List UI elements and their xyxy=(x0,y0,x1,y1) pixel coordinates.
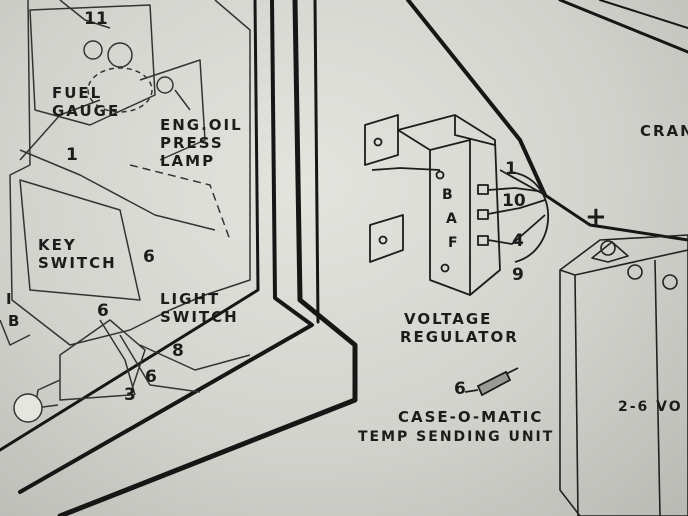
oil-lamp-body xyxy=(139,59,206,161)
wire-number-6-temp: 6 xyxy=(454,379,466,399)
wire-number-3: 3 xyxy=(124,385,136,405)
regulator-terminal-a-label: A xyxy=(446,211,457,227)
wire-harness-mid xyxy=(18,0,314,494)
eng-oil-label-line3: LAMP xyxy=(160,152,216,170)
regulator-body xyxy=(397,114,501,296)
wire-number-1-fuel: 1 xyxy=(66,145,78,165)
eng-oil-label-line2: PRESS xyxy=(160,134,224,152)
regulator-ground-lead xyxy=(371,167,441,171)
temp-sender-body xyxy=(476,370,512,397)
cranking-label-partial: CRAN xyxy=(640,122,688,140)
light-switch-label: LIGHT SWITCH xyxy=(160,290,239,326)
eng-oil-press-lamp-label: ENG.OIL PRESS LAMP xyxy=(160,116,243,170)
reg-wire-f xyxy=(487,214,546,245)
left-i-label: I xyxy=(6,290,14,308)
battery-cap-1 xyxy=(627,264,643,280)
battery-side-edge xyxy=(574,274,579,516)
regulator-body-inner xyxy=(429,139,471,295)
leader-dashed xyxy=(129,164,231,241)
leader-left xyxy=(0,319,31,346)
instrument-panel-outline xyxy=(9,0,251,346)
wire-regulator-feed xyxy=(406,0,547,197)
wire-number-6-light-low: 6 xyxy=(145,367,157,387)
key-switch-body xyxy=(19,179,141,301)
leader-fuel xyxy=(19,99,101,161)
wire-number-11: 11 xyxy=(84,9,108,29)
wire-number-10: 10 xyxy=(502,191,526,211)
key-switch-label: KEY SWITCH xyxy=(38,236,117,272)
fuel-gauge-body xyxy=(29,4,156,126)
terminal-a xyxy=(477,209,489,220)
wire-number-1-regulator: 1 xyxy=(505,159,517,179)
voltage-regulator-label-line2: REGULATOR xyxy=(400,328,519,346)
wire-harness-outer xyxy=(57,0,358,516)
battery-case xyxy=(559,234,688,516)
battery-label-partial: 2-6 VO xyxy=(618,399,683,415)
wire-number-4: 4 xyxy=(512,231,524,251)
fuel-gauge-label-line1: FUEL xyxy=(52,84,103,102)
light-switch-label-line1: LIGHT xyxy=(160,290,221,308)
light-switch-label-line2: SWITCH xyxy=(160,308,239,326)
battery-post-positive xyxy=(600,240,616,256)
wire-harness-vertical xyxy=(313,0,320,324)
temp-sender-lead xyxy=(464,389,479,393)
voltage-regulator-label-line1: VOLTAGE xyxy=(404,310,493,328)
case-o-matic-label: CASE-O-MATIC xyxy=(398,408,544,426)
wire-number-6-light-top: 6 xyxy=(97,301,109,321)
regulator-bolt-2 xyxy=(378,235,388,245)
wire-number-6-key: 6 xyxy=(143,247,155,267)
light-switch-body xyxy=(59,319,146,401)
leader-6-b xyxy=(119,334,201,393)
terminal-b xyxy=(477,184,489,195)
fuel-gauge-label-line2: GAUGE xyxy=(52,102,121,120)
wire-top-right xyxy=(558,0,688,54)
wire-number-8: 8 xyxy=(172,341,184,361)
regulator-bracket-bottom xyxy=(369,214,404,263)
wire-number-9: 9 xyxy=(512,265,524,285)
battery-plus-label: + xyxy=(585,202,609,232)
reg-wire-curve xyxy=(509,171,549,263)
regulator-bolt-1 xyxy=(373,137,383,147)
battery-lid-edge xyxy=(559,249,688,276)
key-switch-label-line1: KEY xyxy=(38,236,77,254)
regulator-bolt-3 xyxy=(435,170,445,180)
reg-wire-a xyxy=(487,199,546,215)
leader-8 xyxy=(139,344,251,371)
regulator-bracket-top xyxy=(364,114,399,166)
fuel-gauge-knob xyxy=(107,42,133,68)
wire-battery-top xyxy=(543,193,688,242)
fuel-gauge-knob-small xyxy=(83,40,103,60)
fuel-gauge-label: FUEL GAUGE xyxy=(52,84,120,120)
battery-clamp xyxy=(591,241,629,263)
battery-cap-2 xyxy=(662,274,678,290)
temp-sending-unit-label: TEMP SENDING UNIT xyxy=(358,429,555,445)
terminal-f xyxy=(477,235,489,246)
fuel-gauge-dial xyxy=(87,67,153,113)
eng-oil-label-line1: ENG.OIL xyxy=(160,116,243,134)
regulator-bolt-4 xyxy=(440,263,450,273)
regulator-terminal-b-label: B xyxy=(442,187,453,203)
reg-wire-b xyxy=(487,187,546,193)
left-b-label: B xyxy=(8,312,22,330)
voltage-regulator-label: VOLTAGE REGULATOR xyxy=(400,310,519,346)
key-switch-label-line2: SWITCH xyxy=(38,254,117,272)
leader-6-a xyxy=(99,319,136,396)
wire-top-right-2 xyxy=(599,0,688,29)
leader-top xyxy=(59,0,111,29)
temp-sender-tip xyxy=(505,367,519,375)
wire-harness-inner xyxy=(0,0,260,452)
regulator-body-side xyxy=(454,115,496,146)
oil-lamp-socket xyxy=(156,76,174,94)
leader-oil xyxy=(174,89,191,111)
leader-1 xyxy=(19,149,216,231)
light-switch-knob xyxy=(13,393,43,423)
battery-inner-wall xyxy=(654,259,661,516)
regulator-terminal-f-label: F xyxy=(448,235,458,251)
reg-wire-10 xyxy=(499,169,546,196)
